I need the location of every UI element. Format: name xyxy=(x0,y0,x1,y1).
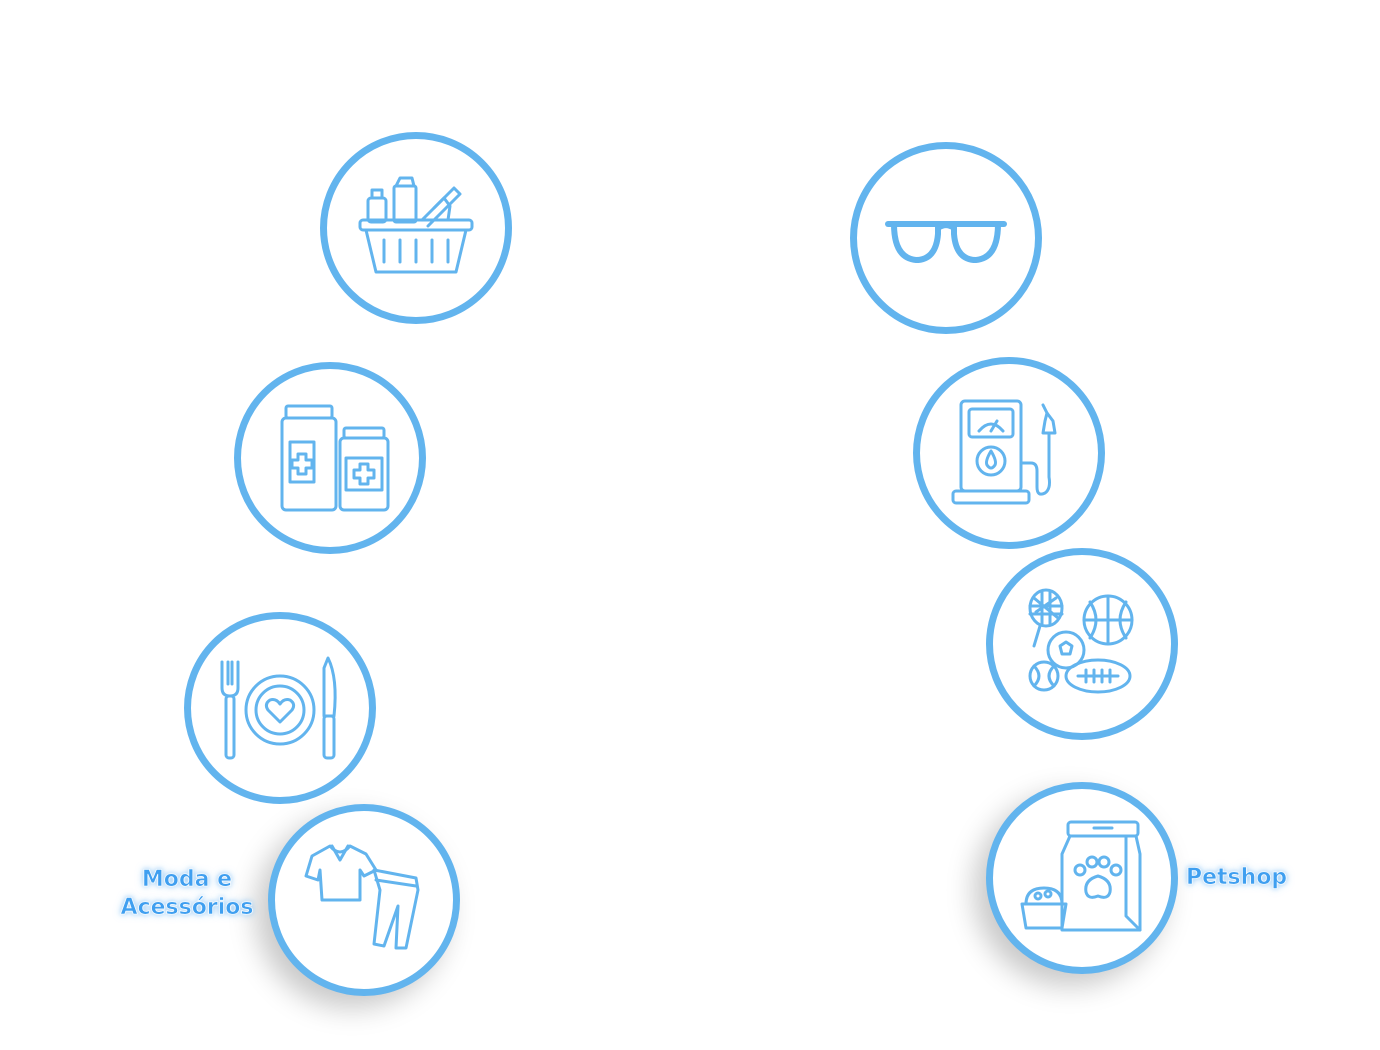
category-restaurants-button[interactable] xyxy=(184,612,376,804)
plate-cutlery-icon xyxy=(220,656,337,760)
category-gas-station-button[interactable] xyxy=(913,357,1105,549)
category-petshop-label[interactable]: Petshop xyxy=(1186,865,1288,891)
category-fashion-button[interactable] xyxy=(268,804,460,996)
category-sports-button[interactable] xyxy=(986,548,1178,740)
eyeglasses-icon xyxy=(885,221,1007,263)
category-supermarket-button[interactable] xyxy=(320,132,512,324)
category-fashion-label-line1: Moda e xyxy=(141,867,233,893)
sports-balls-icon xyxy=(1028,588,1134,694)
category-petshop-button[interactable] xyxy=(986,782,1178,974)
category-fashion-label-line2: Acessórios xyxy=(120,895,254,921)
clothes-icon xyxy=(304,844,420,950)
fuel-pump-icon xyxy=(951,399,1057,505)
medicine-bottles-icon xyxy=(280,404,390,512)
category-pharmacy-button[interactable] xyxy=(234,362,426,554)
category-fashion-label[interactable]: Moda e Acessórios xyxy=(112,866,262,922)
pet-food-icon xyxy=(1020,820,1142,932)
category-optics-button[interactable] xyxy=(850,142,1042,334)
grocery-basket-icon xyxy=(358,176,474,274)
